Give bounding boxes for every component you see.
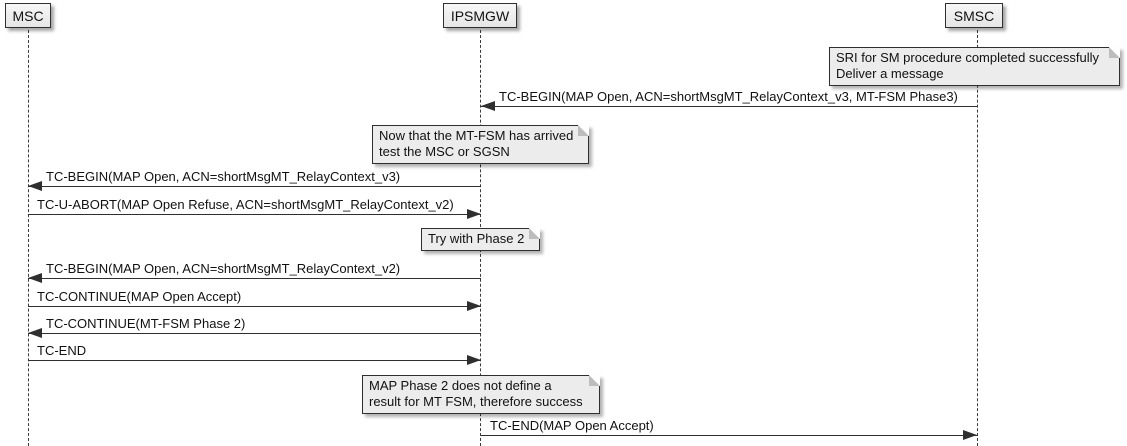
arrowhead-right-icon (467, 209, 481, 219)
note-fold-icon (1109, 47, 1120, 58)
lifeline-smsc (977, 30, 978, 446)
note-fold-icon (529, 228, 540, 239)
participant-ipsmgw-label: IPSMGW (450, 7, 510, 24)
note-sri-sm: SRI for SM procedure completed successfu… (829, 47, 1120, 86)
participant-smsc: SMSC (945, 3, 1003, 28)
arrowhead-left-icon (481, 101, 495, 111)
note-try-phase2: Try with Phase 2 (421, 228, 540, 251)
message-label: TC-END (37, 343, 87, 358)
note-line: SRI for SM procedure completed successfu… (836, 50, 1099, 65)
message-label: TC-CONTINUE(MAP Open Accept) (37, 289, 242, 304)
arrowhead-left-icon (28, 181, 42, 191)
message-label: TC-BEGIN(MAP Open, ACN=shortMsgMT_RelayC… (499, 89, 958, 104)
participant-smsc-label: SMSC (953, 7, 995, 24)
note-map-phase2-success: MAP Phase 2 does not define a result for… (362, 375, 600, 414)
note-mtfsm-arrived: Now that the MT-FSM has arrived test the… (372, 125, 589, 164)
message-line (28, 306, 481, 307)
message-line (28, 333, 481, 334)
participant-ipsmgw: IPSMGW (443, 3, 517, 28)
note-line: test the MSC or SGSN (379, 144, 510, 159)
message-label: TC-BEGIN(MAP Open, ACN=shortMsgMT_RelayC… (46, 261, 401, 276)
arrowhead-right-icon (467, 301, 481, 311)
message-line (481, 106, 977, 107)
arrowhead-left-icon (28, 328, 42, 338)
note-line: Try with Phase 2 (428, 231, 525, 246)
message-label: TC-U-ABORT(MAP Open Refuse, ACN=shortMsg… (37, 197, 454, 212)
note-line: Deliver a message (836, 66, 944, 81)
note-line: Now that the MT-FSM has arrived (379, 128, 574, 143)
message-line (28, 186, 481, 187)
note-line: MAP Phase 2 does not define a (369, 378, 552, 393)
arrowhead-right-icon (963, 430, 977, 440)
message-line (28, 278, 481, 279)
message-line (28, 214, 481, 215)
arrowhead-right-icon (467, 355, 481, 365)
note-fold-icon (589, 375, 600, 386)
message-label: TC-CONTINUE(MT-FSM Phase 2) (46, 316, 246, 331)
message-line (28, 360, 481, 361)
participant-msc-label: MSC (12, 7, 44, 24)
message-line (481, 435, 977, 436)
note-fold-icon (578, 125, 589, 136)
arrowhead-left-icon (28, 273, 42, 283)
message-label: TC-BEGIN(MAP Open, ACN=shortMsgMT_RelayC… (46, 169, 401, 184)
message-label: TC-END(MAP Open Accept) (490, 418, 654, 433)
note-line: result for MT FSM, therefore success (369, 394, 583, 409)
lifeline-msc (28, 30, 29, 446)
participant-msc: MSC (5, 3, 51, 28)
